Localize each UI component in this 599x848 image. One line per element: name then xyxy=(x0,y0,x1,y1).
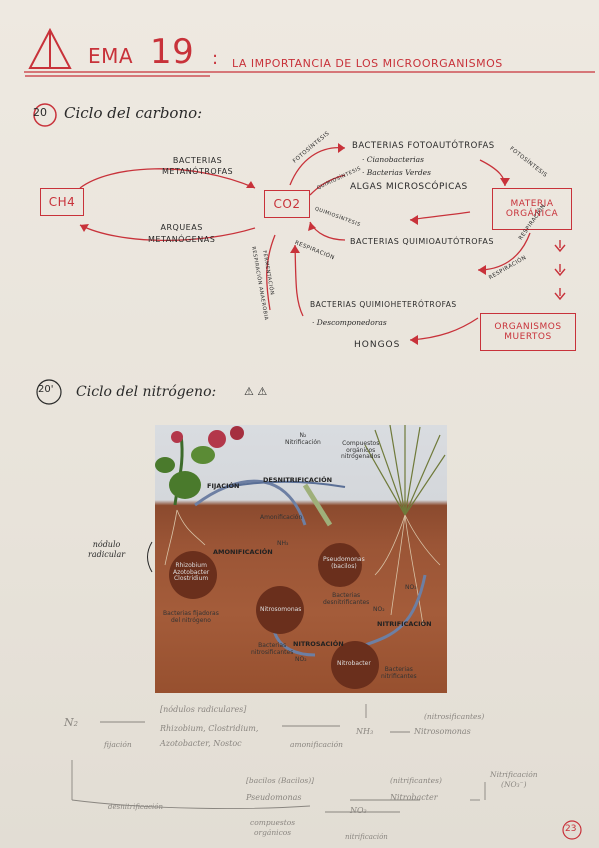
note-nitrosificantes: (nitrosificantes) xyxy=(424,712,485,721)
bacterias-quimioautotrofas: BACTERIAS QUIMIOAUTÓTROFAS xyxy=(350,237,494,246)
note-no3: NO₃ xyxy=(350,806,367,815)
note-desnitrificacion: desnitrificación xyxy=(108,803,164,811)
note-nitrificacion-no3: Nitrificación(NO₃⁻) xyxy=(490,770,538,789)
nitrogen-section-number: 20' xyxy=(38,384,54,395)
fig-desnitrificacion: DESNITRIFICACIÓN xyxy=(263,476,333,484)
carbon-section-number: 20 xyxy=(33,106,47,119)
algas-microscopicas: ALGAS MICROSCÓPICAS xyxy=(350,182,468,192)
note-bacilos: [bacilos (Bacilos)] xyxy=(246,776,315,785)
note-nitrificantes: (nitrificantes) xyxy=(390,776,442,785)
figure-artwork xyxy=(155,425,446,689)
hongos: HONGOS xyxy=(354,340,401,350)
fig-nh3: NH₃ xyxy=(277,540,289,547)
theme-word: EMA xyxy=(88,44,134,68)
warning-icons: ⚠ ⚠ xyxy=(244,385,268,398)
bacterias-quimioheterotrofas: BACTERIAS QUIMIOHETERÓTROFAS xyxy=(310,300,457,309)
fig-amonificacion: AMONIFICACIÓN xyxy=(213,548,273,556)
note-n2: N₂ xyxy=(64,716,79,729)
note-nitrobacter: Nitrobacter xyxy=(390,793,438,802)
ch4-box: CH4 xyxy=(40,188,84,216)
carbon-heading: Ciclo del carbono: xyxy=(64,104,203,122)
page-number: 23 xyxy=(565,824,577,834)
fig-no2b: NO₂ xyxy=(295,656,307,663)
bacterias-fotoautotrofas: BACTERIAS FOTOAUTÓTROFAS xyxy=(352,141,495,151)
descomponedoras: · Descomponedoras xyxy=(312,318,387,327)
page-title: LA IMPORTANCIA DE LOS MICROORGANISMOS xyxy=(232,57,503,70)
note-rhizobium: Rhizobium, Clostridium, xyxy=(160,724,259,733)
fig-nitrosomonas: Nitrosomonas xyxy=(260,606,302,613)
note-amonificacion: amonificación xyxy=(290,740,343,749)
cianobacterias: · Cianobacterias xyxy=(362,155,424,164)
note-pseudomonas: Pseudomonas xyxy=(246,793,302,802)
note-fijacion: fijación xyxy=(104,740,132,749)
co2-box: CO2 xyxy=(264,190,310,218)
fig-amonificacion-top: Amonificación xyxy=(260,514,303,521)
theme-number: 19 xyxy=(150,32,195,72)
bacterias-verdes: · Bacterias Verdes xyxy=(362,168,431,177)
fig-pseudomonas: Pseudomonas(bacilos) xyxy=(323,556,365,570)
note-nh3: NH₃ xyxy=(356,727,374,736)
fig-fijacion: FIJACIÓN xyxy=(207,482,240,490)
note-azotobacter: Azotobacter, Nostoc xyxy=(160,739,242,748)
note-nodulos: [nódulos radiculares] xyxy=(160,705,247,714)
fig-no3: NO₃ xyxy=(405,584,417,591)
note-nitrificacion: nitrificación xyxy=(345,833,388,841)
note-nitrosomonas: Nitrosomonas xyxy=(414,727,471,736)
fig-no2: NO₂ xyxy=(373,606,385,613)
nitrogen-heading: Ciclo del nitrógeno: xyxy=(76,384,217,400)
fig-nitrificacion: NITRIFICACIÓN xyxy=(377,620,432,628)
fig-nitrobacter: Nitrobacter xyxy=(337,660,371,667)
fig-nitrosacion: NITROSACIÓN xyxy=(293,640,344,648)
